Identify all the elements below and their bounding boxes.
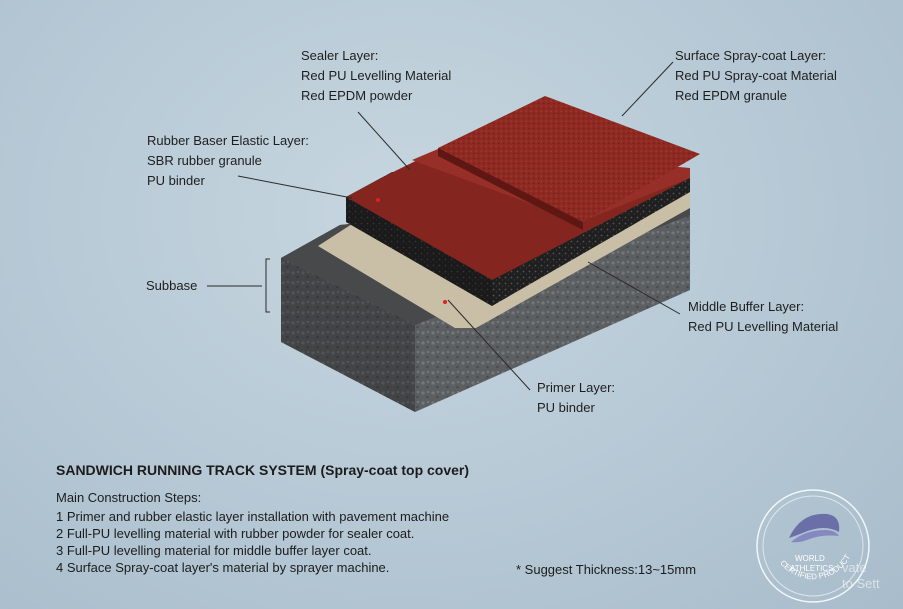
step-item: 3 Full-PU levelling material for middle … (56, 543, 372, 558)
step-item: 2 Full-PU levelling material with rubber… (56, 526, 415, 541)
steps-heading: Main Construction Steps: (56, 490, 202, 505)
system-title: SANDWICH RUNNING TRACK SYSTEM (Spray-coa… (56, 462, 470, 478)
label-subbase: Subbase (146, 278, 198, 293)
construction-steps: 1 Primer and rubber elastic layer instal… (56, 508, 449, 576)
badge-line1: WORLD (795, 554, 825, 563)
thickness-note: * Suggest Thickness:13~15mm (516, 562, 697, 577)
step-item: 1 Primer and rubber elastic layer instal… (56, 509, 450, 524)
leader-dots (376, 198, 447, 304)
label-primer-layer: Primer Layer: PU binder (537, 380, 616, 415)
watermark-text: vate to Sett (842, 560, 880, 591)
world-athletics-logo-icon (789, 513, 840, 543)
badge-line2: ATHLETICS (790, 564, 833, 573)
step-item: 4 Surface Spray-coat layer's material by… (56, 560, 390, 575)
label-rubber-layer: Rubber Baser Elastic Layer: SBR rubber g… (147, 133, 309, 188)
surface-spray-coat-layer (438, 96, 700, 230)
label-middle-buffer: Middle Buffer Layer: Red PU Levelling Ma… (688, 299, 839, 334)
label-surface-layer: Surface Spray-coat Layer: Red PU Spray-c… (675, 48, 837, 103)
world-athletics-badge: WORLD ATHLETICS CERTIFIED PRODUCT (756, 489, 870, 603)
leader-lines (207, 61, 681, 391)
label-sealer-layer: Sealer Layer: Red PU Levelling Material … (301, 48, 452, 103)
